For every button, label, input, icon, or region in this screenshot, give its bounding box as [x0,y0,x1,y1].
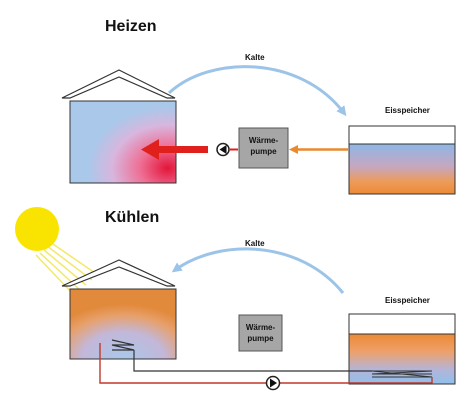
coil-house [111,339,135,351]
heat-pump-label-1-heating: Wärme- [249,136,279,145]
pump-icon [216,142,230,157]
ice-storage-cooling [348,313,456,385]
house-cooling [61,259,177,360]
pump-icon-cooling [265,375,281,391]
house-heating [61,69,177,184]
sun-icon [15,207,99,296]
feed-line-heating [289,145,348,154]
heat-pump-cooling [238,314,283,352]
heating-title: Heizen [105,18,157,35]
cold-label-heating: Kalte [245,53,265,62]
storage-label-cooling: Eisspeicher [385,296,430,305]
heat-pump-label-2-cooling: pumpe [247,334,274,343]
ice-storage-heating [348,125,456,195]
heat-pump-heating [238,127,289,169]
heat-flow-arrow [141,139,208,160]
cold-arrow-cooling [171,247,345,294]
storage-label-heating: Eisspeicher [385,106,430,115]
pipe-loop [99,343,433,384]
heat-pump-label-1-cooling: Wärme- [246,323,276,332]
cold-label-cooling: Kalte [245,239,265,248]
cold-arrow-heating [167,65,347,117]
heat-pump-label-2-heating: pumpe [250,147,277,156]
coil-storage [371,370,433,378]
cooling-title: Kühlen [105,209,159,226]
